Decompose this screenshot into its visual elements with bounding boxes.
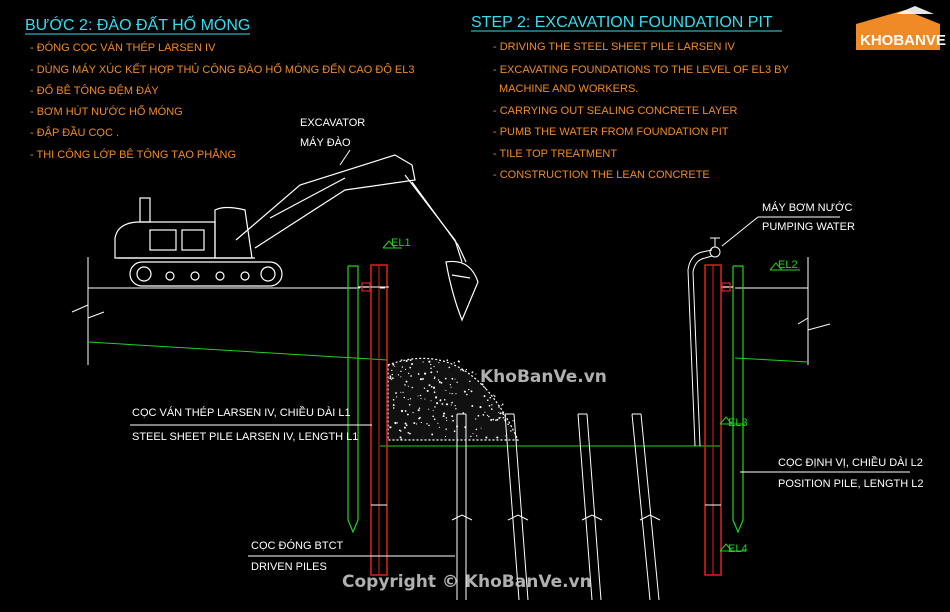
right-step-5: - TILE TOP TREATMENT xyxy=(493,148,617,160)
right-step-6: - CONSTRUCTION THE LEAN CONCRETE xyxy=(493,169,710,181)
sheet-pile-label-vi: CỌC VÁN THÉP LARSEN IV, CHIỀU DÀI L1 xyxy=(132,406,351,419)
logo: KHOBANVE xyxy=(856,6,946,50)
right-sheet-pile xyxy=(704,264,722,576)
right-step-3: - CARRYING OUT SEALING CONCRETE LAYER xyxy=(493,105,738,117)
level-label-el1: EL1 xyxy=(391,237,411,249)
excavator-icon xyxy=(114,154,479,322)
copyright-text: Copyright © KhoBanVe.vn xyxy=(342,572,592,592)
right-position-pile xyxy=(721,265,744,534)
excavated-soil xyxy=(387,357,519,441)
logo-text: KHOBANVE xyxy=(860,32,946,49)
right-title: STEP 2: EXCAVATION FOUNDATION PIT xyxy=(471,14,773,31)
water-level-lines xyxy=(87,341,809,447)
left-step-2: - DÙNG MÁY XÚC KẾT HỢP THỦ CÔNG ĐÀO HỐ M… xyxy=(30,62,415,76)
excavator-label-vi: MÁY ĐÀO xyxy=(300,136,351,149)
driven-pile-1 xyxy=(451,413,473,600)
right-step-2: - EXCAVATING FOUNDATIONS TO THE LEVEL OF… xyxy=(493,64,790,76)
driven-piles-label-en: DRIVEN PILES xyxy=(251,561,327,573)
pump-label-en: PUMPING WATER xyxy=(762,221,855,233)
position-pile-label-vi: CỌC ĐỊNH VỊ, CHIỀU DÀI L2 xyxy=(778,456,923,469)
left-step-3: - ĐỔ BÊ TÔNG ĐỆM ĐÁY xyxy=(30,84,159,97)
position-pile-label-en: POSITION PILE, LENGTH L2 xyxy=(778,478,924,490)
driven-piles xyxy=(451,413,661,601)
right-step-2-cont: MACHINE AND WORKERS. xyxy=(499,83,638,95)
pump-leader xyxy=(721,216,759,247)
watermark: KhoBanVe.vn xyxy=(480,367,607,387)
left-title: BƯỚC 2: ĐÀO ĐẤT HỐ MÓNG xyxy=(25,14,250,34)
left-step-6: - THI CÔNG LỚP BÊ TÔNG TẠO PHẲNG xyxy=(30,148,236,161)
level-label-el3: EL3 xyxy=(728,417,748,429)
left-step-5: - ĐẬP ĐẦU CỌC . xyxy=(30,126,119,139)
left-step-4: - BƠM HÚT NƯỚC HỐ MÓNG xyxy=(30,104,183,118)
level-label-el4: EL4 xyxy=(728,543,748,555)
excavator-leader xyxy=(339,149,351,166)
driven-piles-label-vi: CỌC ĐÓNG BTCT xyxy=(251,539,344,552)
pumping-pipe xyxy=(687,237,721,447)
excavator-label-en: EXCAVATOR xyxy=(300,117,365,129)
left-step-1: - ĐÓNG CỌC VÁN THÉP LARSEN IV xyxy=(30,41,216,54)
house-logo-icon xyxy=(856,6,940,50)
level-markers xyxy=(382,240,800,552)
left-position-pile xyxy=(347,265,371,534)
sheet-pile-label-en: STEEL SHEET PILE LARSEN IV, LENGTH L1 xyxy=(132,431,358,443)
ground-surface xyxy=(71,257,831,365)
left-sheet-pile xyxy=(369,264,389,576)
driven-pile-4 xyxy=(631,413,661,601)
level-label-el2: EL2 xyxy=(778,259,798,271)
driven-pile-2 xyxy=(504,413,529,601)
pump-label-vi: MÁY BƠM NƯỚC xyxy=(762,201,852,214)
right-step-1: - DRIVING THE STEEL SHEET PILE LARSEN IV xyxy=(493,41,736,53)
right-step-4: - PUMB THE WATER FROM FOUNDATION PIT xyxy=(493,126,729,138)
driven-pile-3 xyxy=(577,413,603,601)
left-steps-list: - ĐÓNG CỌC VÁN THÉP LARSEN IV - DÙNG MÁY… xyxy=(30,41,415,161)
right-steps-list: - DRIVING THE STEEL SHEET PILE LARSEN IV… xyxy=(493,41,790,181)
